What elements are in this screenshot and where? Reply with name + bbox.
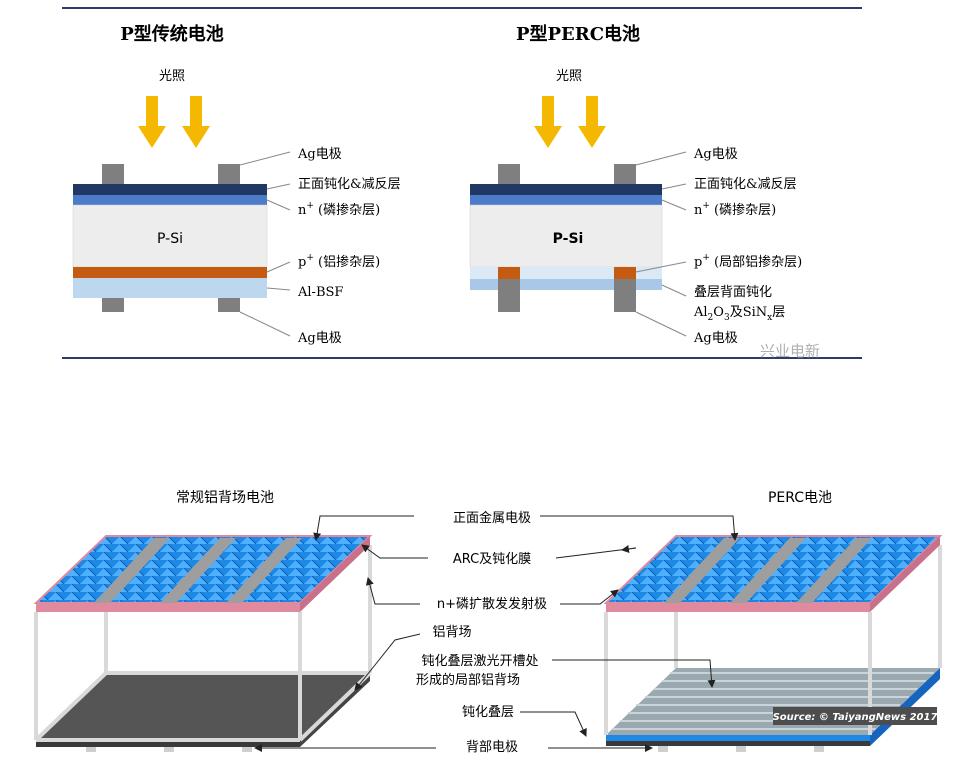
- p-si-label: P-Si: [157, 231, 183, 247]
- light-label-left: 光照: [159, 69, 185, 84]
- n-plus-layer: [470, 195, 662, 205]
- stack-passivation-label: 叠层背面钝化: [694, 285, 772, 300]
- bottom-panel: 常规铝背场电池 PERC电池: [33, 490, 943, 755]
- p-si-layer: [469, 204, 663, 268]
- ag-electrode-label: Ag电极: [297, 147, 342, 162]
- front-passivation-label: 正面钝化&减反层: [298, 177, 401, 192]
- left-callout-lines: [239, 151, 291, 337]
- arc-edge: [606, 603, 870, 612]
- back-electrode-bump: [164, 743, 174, 752]
- al-bsf-3d-label: 铝背场: [432, 625, 471, 640]
- light-arrow-icon: [138, 96, 166, 148]
- arc-passivation-label: ARC及钝化膜: [453, 552, 531, 567]
- p-plus-al-layer: [73, 267, 267, 278]
- front-passivation-layer: [73, 184, 267, 195]
- arc-edge: [36, 603, 300, 612]
- n-layer-label: n+ (磷掺杂层): [298, 201, 380, 218]
- p-layer-label: p+ (局部铝掺杂层): [694, 253, 802, 270]
- light-label-right: 光照: [556, 69, 582, 84]
- right-cell-title: P型PERC电池: [516, 23, 640, 45]
- front-ag-electrode: [218, 164, 240, 184]
- rear-ag-electrode: [102, 298, 124, 312]
- front-ag-electrode: [102, 164, 124, 184]
- rear-ag-electrode-label: Ag电极: [693, 331, 738, 346]
- conventional-cell-3d-title: 常规铝背场电池: [176, 490, 274, 506]
- left-callout-labels: Ag电极 正面钝化&减反层 n+ (磷掺杂层) p+ (铝掺杂层) Al-BSF…: [297, 147, 401, 346]
- back-electrode-bump: [242, 743, 252, 752]
- laser-groove-label-1: 钝化叠层激光开槽处: [421, 654, 538, 669]
- front-ag-electrode: [498, 164, 520, 184]
- front-ag-electrode: [614, 164, 636, 184]
- al-bsf-layer: [73, 278, 267, 298]
- right-callout-labels: Ag电极 正面钝化&减反层 n+ (磷掺杂层) p+ (局部铝掺杂层) 叠层背面…: [693, 147, 802, 346]
- back-electrode-label: 背部电极: [466, 740, 518, 755]
- rear-ag-electrode-label: Ag电极: [297, 331, 342, 346]
- p-layer-label: p+ (铝掺杂层): [298, 253, 380, 270]
- local-al-doped-region: [498, 267, 520, 279]
- passivation-stack-lower: [470, 279, 662, 290]
- stack-passivation-formula: Al2O3及SiNx层: [693, 305, 785, 323]
- n-layer-label: n+ (磷掺杂层): [694, 201, 776, 218]
- ag-electrode-label: Ag电极: [693, 147, 738, 162]
- rear-ag-electrode: [498, 279, 520, 312]
- conventional-cell-stack: P-Si: [72, 164, 268, 312]
- light-arrow-icon: [182, 96, 210, 148]
- conventional-cell-3d: [33, 535, 373, 752]
- n-emitter-label: n+磷扩散发发射极: [437, 596, 547, 612]
- watermark: 兴业电新: [760, 342, 820, 360]
- p-si-label: P-Si: [553, 231, 584, 247]
- front-passivation-layer: [470, 184, 662, 195]
- al-back-surface-field: [36, 673, 370, 740]
- passivation-stack-label: 钝化叠层: [462, 705, 514, 720]
- local-al-doped-region: [614, 267, 636, 279]
- top-panel: P型传统电池 P型PERC电池 光照 光照 P-Si: [62, 7, 862, 360]
- source-text: Source: © TaiyangNews 2017: [773, 712, 938, 723]
- al-bsf-label: Al-BSF: [297, 285, 343, 300]
- light-arrow-icon: [578, 96, 606, 148]
- perc-cell-3d-title: PERC电池: [768, 490, 832, 506]
- n-plus-layer: [73, 195, 267, 205]
- light-arrow-icon: [534, 96, 562, 148]
- back-electrode-bump: [814, 743, 824, 752]
- front-metal-fingers: [664, 538, 872, 603]
- source-badge: [773, 707, 937, 725]
- back-electrode-bump: [736, 743, 746, 752]
- rear-ag-electrode: [614, 279, 636, 312]
- front-passivation-label: 正面钝化&减反层: [694, 177, 797, 192]
- front-metal-fingers: [94, 538, 302, 603]
- p-si-layer: [72, 204, 268, 268]
- back-electrode-bump: [86, 743, 96, 752]
- light-arrows-left: [138, 96, 210, 148]
- front-metal-electrode-label: 正面金属电极: [453, 510, 531, 526]
- rear-ag-electrode: [218, 298, 240, 312]
- light-arrows-right: [534, 96, 606, 148]
- left-cell-title: P型传统电池: [120, 23, 224, 45]
- right-callout-lines: [635, 151, 687, 337]
- bottom-center-labels: 正面金属电极 ARC及钝化膜 n+磷扩散发发射极 铝背场 钝化叠层激光开槽处 形…: [416, 510, 547, 755]
- perc-cell-stack: P-Si: [469, 164, 663, 312]
- laser-groove-label-2: 形成的局部铝背场: [416, 672, 520, 688]
- bottom-callout-arrows: [254, 515, 739, 752]
- back-electrode-bump: [658, 743, 668, 752]
